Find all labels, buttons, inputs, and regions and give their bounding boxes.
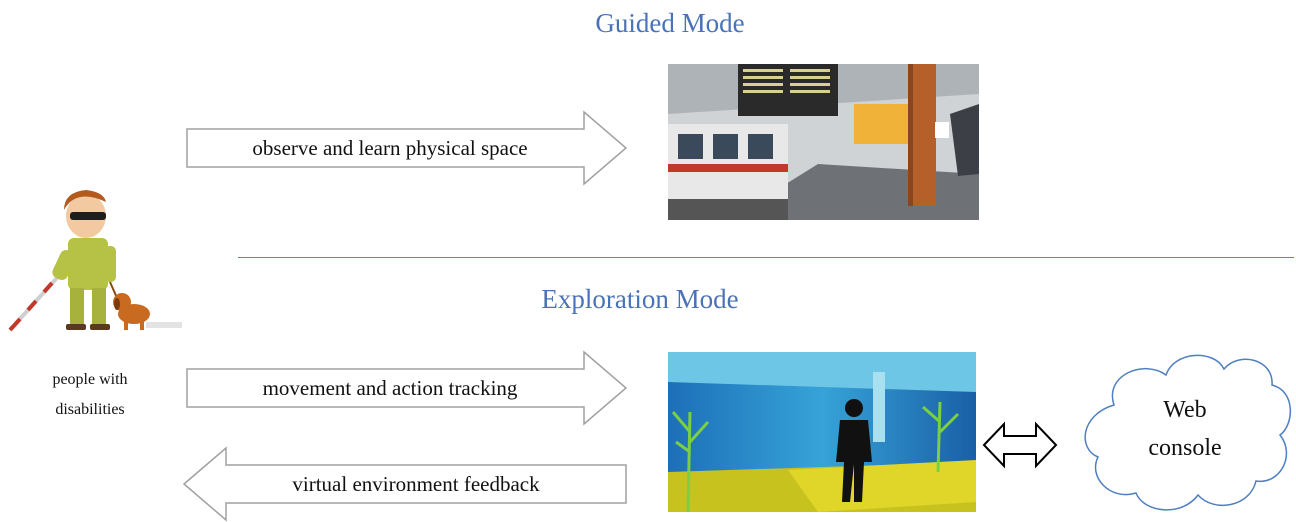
guided-arrow-label: observe and learn physical space [252, 136, 528, 160]
web-console-cloud [1084, 354, 1292, 511]
cloud-line1: Web [1163, 397, 1207, 423]
virtual-environment-image [668, 352, 976, 512]
web-console-label: Web console [1100, 391, 1270, 467]
guided-right-arrow [186, 110, 628, 186]
mode-divider [238, 257, 1294, 258]
exploration-mode-title: Exploration Mode [541, 284, 739, 314]
subway-station-image [668, 64, 979, 220]
person-caption-line2: disabilities [55, 401, 125, 418]
person-caption-line1: people with [52, 371, 128, 388]
feedback-left-arrow [182, 446, 627, 522]
person-caption: people with disabilities [20, 365, 160, 425]
tracking-right-arrow [186, 350, 628, 426]
blind-person-illustration [6, 188, 184, 334]
tracking-arrow-label: movement and action tracking [262, 376, 518, 400]
cloud-line2: console [1148, 435, 1222, 461]
bidirectional-arrow-icon [982, 421, 1058, 469]
feedback-arrow-label: virtual environment feedback [292, 472, 540, 496]
guided-mode-title: Guided Mode [595, 8, 745, 38]
